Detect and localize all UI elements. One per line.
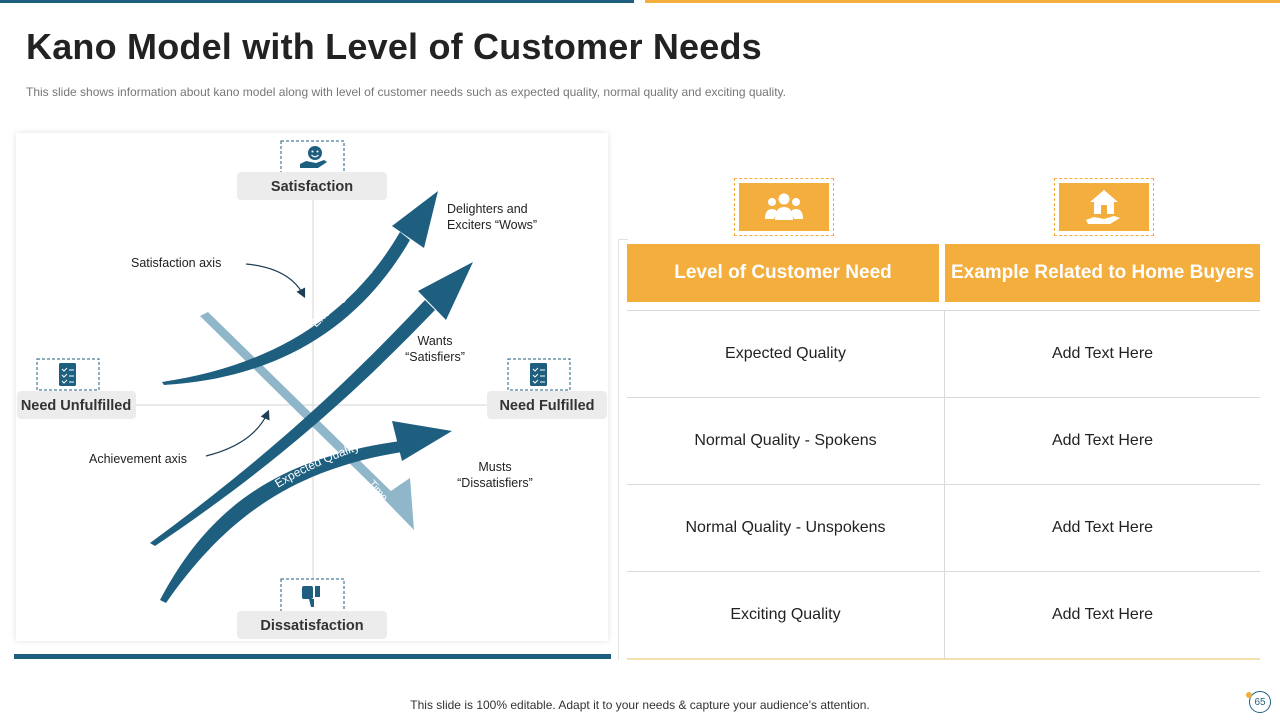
delighters-text-line2: Exciters “Wows” bbox=[447, 218, 537, 232]
need-unfulfilled-label: Need Unfulfilled bbox=[17, 391, 136, 419]
need-level-cell: Normal Quality - Spokens bbox=[627, 398, 945, 485]
satisfaction-axis-text: Satisfaction axis bbox=[131, 256, 221, 270]
house-hand-icon-box bbox=[1054, 178, 1154, 236]
header-example-home-buyers: Example Related to Home Buyers bbox=[945, 244, 1260, 302]
example-cell: Add Text Here bbox=[945, 572, 1260, 660]
header-level-of-customer-need: Level of Customer Need bbox=[627, 244, 945, 302]
page-number-badge: 65 bbox=[1249, 691, 1271, 713]
achievement-axis-pointer bbox=[205, 409, 270, 457]
users-group-icon-box bbox=[734, 178, 834, 236]
exciting-quality-arrow bbox=[162, 191, 438, 385]
table-frame-top bbox=[618, 239, 628, 240]
delighters-text-line1: Delighters and bbox=[447, 202, 528, 216]
musts-text-line1: Musts bbox=[478, 460, 511, 474]
slide-footer: This slide is 100% editable. Adapt it to… bbox=[410, 698, 870, 712]
svg-text:Dissatisfaction: Dissatisfaction bbox=[260, 618, 363, 634]
thumbs-down-icon bbox=[280, 578, 345, 616]
example-cell: Add Text Here bbox=[945, 398, 1260, 485]
slide-title: Kano Model with Level of Customer Needs bbox=[26, 26, 762, 67]
expected-quality-arrow bbox=[160, 421, 452, 603]
achievement-axis-text: Achievement axis bbox=[89, 452, 187, 466]
musts-text-line2: “Dissatisfiers” bbox=[457, 476, 533, 490]
customer-needs-table: Level of Customer Need Example Related t… bbox=[627, 244, 1260, 660]
checklist-icon-right bbox=[507, 358, 571, 391]
svg-text:Need Unfulfilled: Need Unfulfilled bbox=[21, 398, 131, 414]
svg-text:Need Fulfilled: Need Fulfilled bbox=[499, 398, 594, 414]
wants-text-line2: “Satisfiers” bbox=[405, 350, 465, 364]
house-hand-icon bbox=[1086, 190, 1120, 224]
svg-text:Satisfaction: Satisfaction bbox=[271, 179, 353, 195]
users-group-icon bbox=[765, 193, 803, 220]
table-row: Normal Quality - Unspokens Add Text Here bbox=[627, 485, 1260, 572]
dissatisfaction-label: Dissatisfaction bbox=[237, 611, 387, 639]
satisfaction-axis-pointer bbox=[245, 263, 306, 299]
table-row: Normal Quality - Spokens Add Text Here bbox=[627, 398, 1260, 485]
smiley-hand-icon bbox=[280, 140, 345, 178]
top-accent-bar-orange bbox=[645, 0, 1280, 3]
need-level-cell: Expected Quality bbox=[627, 311, 945, 398]
example-cell: Add Text Here bbox=[945, 311, 1260, 398]
normal-quality-arrow bbox=[150, 262, 473, 546]
table-spacer-row bbox=[627, 302, 1260, 311]
need-fulfilled-label: Need Fulfilled bbox=[487, 391, 607, 419]
diagram-underline-bar bbox=[14, 654, 611, 659]
example-cell: Add Text Here bbox=[945, 485, 1260, 572]
table-frame-left bbox=[618, 239, 619, 660]
table-row: Expected Quality Add Text Here bbox=[627, 311, 1260, 398]
need-level-cell: Exciting Quality bbox=[627, 572, 945, 660]
checklist-icon-left bbox=[36, 358, 100, 391]
table-row: Exciting Quality Add Text Here bbox=[627, 572, 1260, 660]
need-level-cell: Normal Quality - Unspokens bbox=[627, 485, 945, 572]
satisfaction-label: Satisfaction bbox=[237, 172, 387, 200]
slide-subtitle: This slide shows information about kano … bbox=[26, 85, 786, 99]
wants-text-line1: Wants bbox=[418, 334, 453, 348]
page-number-dot bbox=[1246, 692, 1252, 698]
top-accent-bar-blue bbox=[0, 0, 634, 3]
